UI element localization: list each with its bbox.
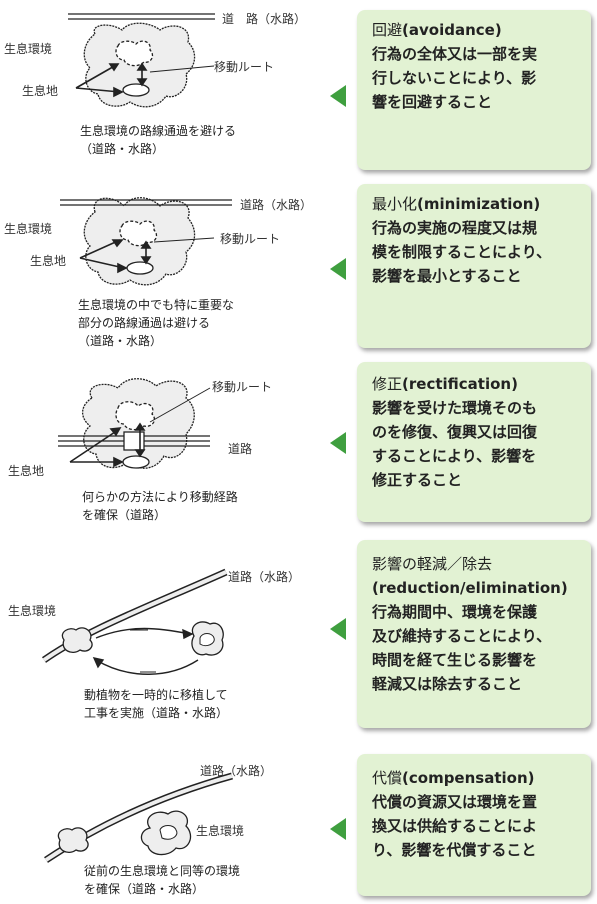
habitat-environment-label: 生息環境	[4, 42, 53, 56]
caption-line: を確保（道路）	[82, 508, 167, 522]
pointer-arrow	[330, 432, 346, 454]
measure-term: 代償(compensation)	[372, 766, 581, 790]
measure-term: 回避(avoidance)	[372, 18, 581, 42]
pointer-arrow	[330, 818, 346, 840]
habitat-environment-label: 生息環境	[196, 824, 245, 838]
caption-line: 工事を実施（道路・水路）	[84, 706, 229, 720]
route-label: 移動ルート	[220, 232, 281, 246]
measure-term: 最小化(minimization)	[372, 192, 581, 216]
term-en: (compensation)	[402, 769, 535, 787]
road-label: 道路（水路）	[240, 198, 313, 212]
term-jp: 最小化	[372, 195, 418, 213]
term-en: (rectification)	[402, 375, 518, 393]
measure-box: 最小化(minimization) 行為の実施の程度又は規 模を制限することによ…	[357, 184, 591, 348]
road-label: 道 路（水路）	[222, 12, 307, 26]
measure-box: 代償(compensation) 代償の資源又は環境を置 換又は供給することによ…	[357, 754, 591, 896]
measure-description: 代償の資源又は環境を置 換又は供給することによ り、影響を代償すること	[372, 793, 538, 859]
caption-line: 従前の生息環境と同等の環境	[84, 864, 241, 878]
measure-description: (reduction/elimination) 行為期間中、環境を保護 及び維持…	[372, 579, 568, 693]
caption-line: 生息環境の中でも特に重要な	[78, 298, 235, 312]
diagram-rectification: 移動ルート 道路 生息地 何らかの方法により移動経路 を確保（道路）	[0, 358, 330, 536]
measure-term: 修正(rectification)	[372, 372, 581, 396]
habitat-label: 生息地	[8, 464, 45, 478]
diagram-caption: 動植物を一時的に移植して 工事を実施（道路・水路）	[84, 686, 228, 722]
diagram-caption: 生息環境の中でも特に重要な 部分の路線通過は避ける （道路・水路）	[78, 296, 234, 350]
route-label: 移動ルート	[212, 380, 273, 394]
term-jp: 影響の軽減／除去	[372, 555, 493, 573]
diagram-compensation: 道路（水路） 生息環境 従前の生息環境と同等の環境 を確保（道路・水路）	[0, 732, 330, 904]
measure-row-rectification: 移動ルート 道路 生息地 何らかの方法により移動経路 を確保（道路） 修正(re…	[0, 358, 597, 536]
habitat-environment-label: 生息環境	[8, 604, 57, 618]
measure-box: 回避(avoidance) 行為の全体又は一部を実 行しないことにより、影 響を…	[357, 10, 591, 170]
measure-row-compensation: 道路（水路） 生息環境 従前の生息環境と同等の環境 を確保（道路・水路） 代償(…	[0, 732, 597, 904]
term-en: (minimization)	[417, 195, 541, 213]
road-label: 道路（水路）	[228, 570, 301, 584]
caption-line: 生息環境の路線通過を避ける	[80, 124, 237, 138]
diagram-reduction: 道路（水路） 生息環境 動植物を一時的に移植して 工事を実施（道路・水路）	[0, 536, 330, 732]
pointer-arrow	[330, 258, 346, 280]
diagram-caption: 何らかの方法により移動経路 を確保（道路）	[82, 488, 238, 524]
road-label: 道路	[228, 442, 253, 456]
caption-line: 何らかの方法により移動経路	[82, 490, 238, 504]
measure-description: 行為の全体又は一部を実 行しないことにより、影 響を回避すること	[372, 45, 538, 111]
route-label: 移動ルート	[214, 60, 275, 74]
rectification-illustration	[58, 378, 211, 469]
habitat-environment-label: 生息環境	[4, 222, 53, 236]
term-jp: 代償	[372, 769, 403, 787]
measure-row-reduction: 道路（水路） 生息環境 動植物を一時的に移植して 工事を実施（道路・水路） 影響…	[0, 536, 597, 732]
pointer-arrow	[330, 85, 346, 107]
diagram-minimization: 道路（水路） 生息環境 生息地 移動ルート 生息環境の中でも特に重要な 部分の路…	[0, 178, 330, 358]
measure-row-minimization: 道路（水路） 生息環境 生息地 移動ルート 生息環境の中でも特に重要な 部分の路…	[0, 178, 597, 358]
caption-line: 部分の路線通過は避ける	[78, 316, 211, 330]
road-label: 道路（水路）	[200, 764, 273, 778]
reduction-illustration	[42, 568, 228, 675]
term-en: (avoidance)	[402, 21, 502, 39]
measure-description: 行為の実施の程度又は規 模を制限することにより、 影響を最小とすること	[372, 219, 552, 285]
diagram-caption: 生息環境の路線通過を避ける （道路・水路）	[80, 122, 236, 158]
caption-line: （道路・水路）	[78, 334, 163, 348]
compensation-illustration	[44, 772, 233, 863]
avoidance-illustration	[68, 13, 215, 108]
measure-description: 影響を受けた環境そのも のを修復、復興又は回復 することにより、影響を 修正する…	[372, 399, 538, 489]
caption-line: を確保（道路・水路）	[84, 882, 205, 896]
diagram-caption: 従前の生息環境と同等の環境 を確保（道路・水路）	[84, 862, 240, 898]
pointer-arrow	[330, 618, 346, 640]
term-jp: 修正	[372, 375, 403, 393]
caption-line: （道路・水路）	[80, 142, 165, 156]
measure-box: 影響の軽減／除去 (reduction/elimination) 行為期間中、環…	[357, 540, 591, 728]
measure-row-avoidance: 道 路（水路） 生息環境 生息地 移動ルート 生息環境の路線通過を避ける （道路…	[0, 0, 597, 178]
term-jp: 回避	[372, 21, 403, 39]
diagram-avoidance: 道 路（水路） 生息環境 生息地 移動ルート 生息環境の路線通過を避ける （道路…	[0, 0, 330, 178]
minimization-illustration	[60, 197, 232, 286]
caption-line: 動植物を一時的に移植して	[84, 688, 228, 702]
measure-box: 修正(rectification) 影響を受けた環境そのも のを修復、復興又は回…	[357, 362, 591, 522]
measure-term: 影響の軽減／除去	[372, 552, 581, 576]
habitat-label: 生息地	[30, 254, 67, 268]
habitat-label: 生息地	[22, 84, 59, 98]
